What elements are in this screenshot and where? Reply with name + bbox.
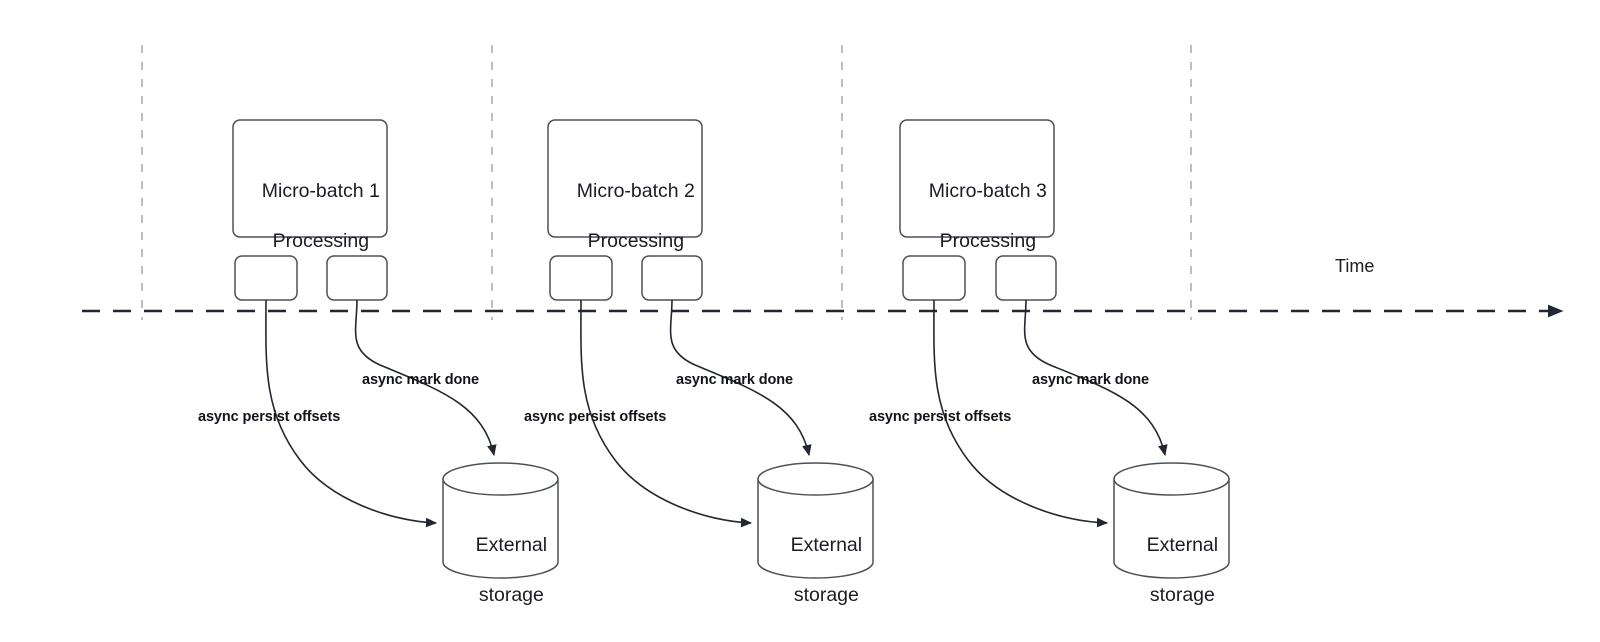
micro-batch-3-storage-cylinder[interactable] bbox=[1113, 462, 1230, 579]
micro-batch-2-process-box[interactable] bbox=[547, 119, 703, 238]
micro-batch-3-persist-offsets-edge bbox=[933, 299, 1109, 528]
guide-lines bbox=[141, 45, 1192, 320]
micro-batch-3-process-box[interactable] bbox=[899, 119, 1055, 238]
micro-batch-2-persist-offsets-edge bbox=[580, 299, 753, 528]
micro-batch-2-task-box-b[interactable] bbox=[641, 255, 703, 301]
micro-batch-3-mark-done-edge bbox=[1023, 299, 1168, 457]
micro-batch-1-persist-offsets-edge bbox=[265, 299, 438, 528]
micro-batch-1-group bbox=[232, 119, 559, 579]
micro-batch-1-process-box[interactable] bbox=[232, 119, 388, 238]
micro-batch-2-storage-cylinder[interactable] bbox=[757, 462, 874, 579]
micro-batch-1-task-box-a[interactable] bbox=[234, 255, 298, 301]
micro-batch-1-task-box-b[interactable] bbox=[326, 255, 388, 301]
micro-batch-3-task-box-a[interactable] bbox=[902, 255, 966, 301]
micro-batch-1-storage-cylinder[interactable] bbox=[442, 462, 559, 579]
micro-batch-2-mark-done-edge bbox=[669, 299, 812, 457]
micro-batch-2-task-box-a[interactable] bbox=[549, 255, 613, 301]
micro-batch-2-group bbox=[547, 119, 874, 579]
micro-batch-3-task-box-b[interactable] bbox=[995, 255, 1057, 301]
micro-batch-1-mark-done-edge bbox=[354, 299, 497, 457]
micro-batch-3-group bbox=[899, 119, 1230, 579]
